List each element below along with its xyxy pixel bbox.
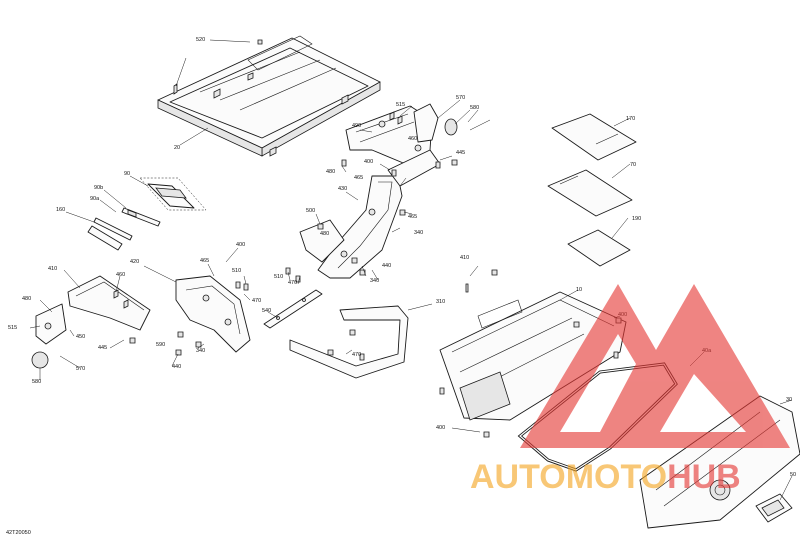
callout-445: 445	[456, 150, 465, 156]
callout-480: 480	[326, 169, 335, 175]
callout-460: 460	[408, 136, 417, 142]
callout-440-b: 440	[172, 364, 181, 370]
callout-440-a: 440	[382, 263, 391, 269]
callout-465-c: 465	[200, 258, 209, 264]
part-310-grab-handle	[289, 305, 409, 379]
part-90-tool-kit	[87, 177, 207, 251]
callout-570: 570	[456, 95, 465, 101]
callout-400: 400	[364, 159, 373, 165]
callout-420: 420	[130, 259, 139, 265]
svg-text:AUTOMOTOHUB: AUTOMOTOHUB	[470, 458, 741, 496]
callout-580-b: 580	[32, 379, 41, 385]
part-70-manual	[547, 169, 633, 217]
callout-340-c: 340	[196, 348, 205, 354]
callout-540: 540	[262, 308, 271, 314]
callout-510-a: 510	[274, 274, 283, 280]
callout-465-b: 465	[408, 214, 417, 220]
callout-190: 190	[632, 216, 641, 222]
callout-445-b: 445	[98, 345, 107, 351]
callout-90: 90	[124, 171, 130, 177]
callout-400-d: 400	[436, 425, 445, 431]
callout-590: 590	[156, 342, 165, 348]
watermark-text-auto: AUTOMOTO	[470, 458, 667, 496]
callout-340-a: 340	[414, 230, 423, 236]
part-170-manual	[551, 113, 637, 161]
watermark-text-hub: HUB	[667, 458, 741, 496]
part-430-support-arm	[299, 149, 441, 279]
callout-160: 160	[56, 207, 65, 213]
part-10-storage-bin	[439, 291, 627, 421]
callout-90a: 90a	[90, 196, 100, 202]
callout-570-b: 570	[76, 366, 85, 372]
callout-310: 310	[436, 299, 445, 305]
callout-500: 500	[306, 208, 315, 214]
callout-470-b: 470	[252, 298, 261, 304]
part-190-card	[567, 229, 631, 267]
part-540-strap	[263, 289, 323, 329]
callout-480-c: 480	[22, 296, 31, 302]
callout-400-b: 400	[236, 242, 245, 248]
callout-170: 170	[626, 116, 635, 122]
callout-470-a: 470	[288, 280, 297, 286]
callout-490: 490	[352, 123, 361, 129]
callout-520: 520	[196, 37, 205, 43]
callout-470-c: 470	[352, 352, 361, 358]
callout-340-b: 340	[370, 278, 379, 284]
watermark-triangle-logo	[520, 284, 790, 448]
part-420-side-plate	[175, 275, 251, 353]
callout-90b: 90b	[94, 185, 103, 191]
automotohub-watermark: AUTOMOTOHUB	[470, 284, 790, 496]
leader-lines	[29, 105, 793, 501]
part-20-seat-tray	[157, 35, 381, 157]
callout-70: 70	[630, 162, 636, 168]
callout-30: 30	[786, 397, 792, 403]
part-410-left-bracket	[31, 275, 151, 369]
callout-515: 515	[396, 102, 405, 108]
callout-10: 10	[576, 287, 582, 293]
diagram-code: 42T20050	[6, 530, 31, 536]
callout-430: 430	[338, 186, 347, 192]
callout-515-b: 515	[8, 325, 17, 331]
part-490-mount-bracket	[345, 99, 471, 171]
callout-460-b: 460	[116, 272, 125, 278]
callout-465: 465	[354, 175, 363, 181]
callout-20: 20	[174, 145, 180, 151]
callout-410: 410	[48, 266, 57, 272]
callout-410-b: 410	[460, 255, 469, 261]
callout-510-b: 510	[232, 268, 241, 274]
callout-50: 50	[790, 472, 796, 478]
callout-480-b: 480	[320, 231, 329, 237]
part-50-latch	[755, 493, 793, 523]
callout-450: 450	[76, 334, 85, 340]
callout-580: 580	[470, 105, 479, 111]
